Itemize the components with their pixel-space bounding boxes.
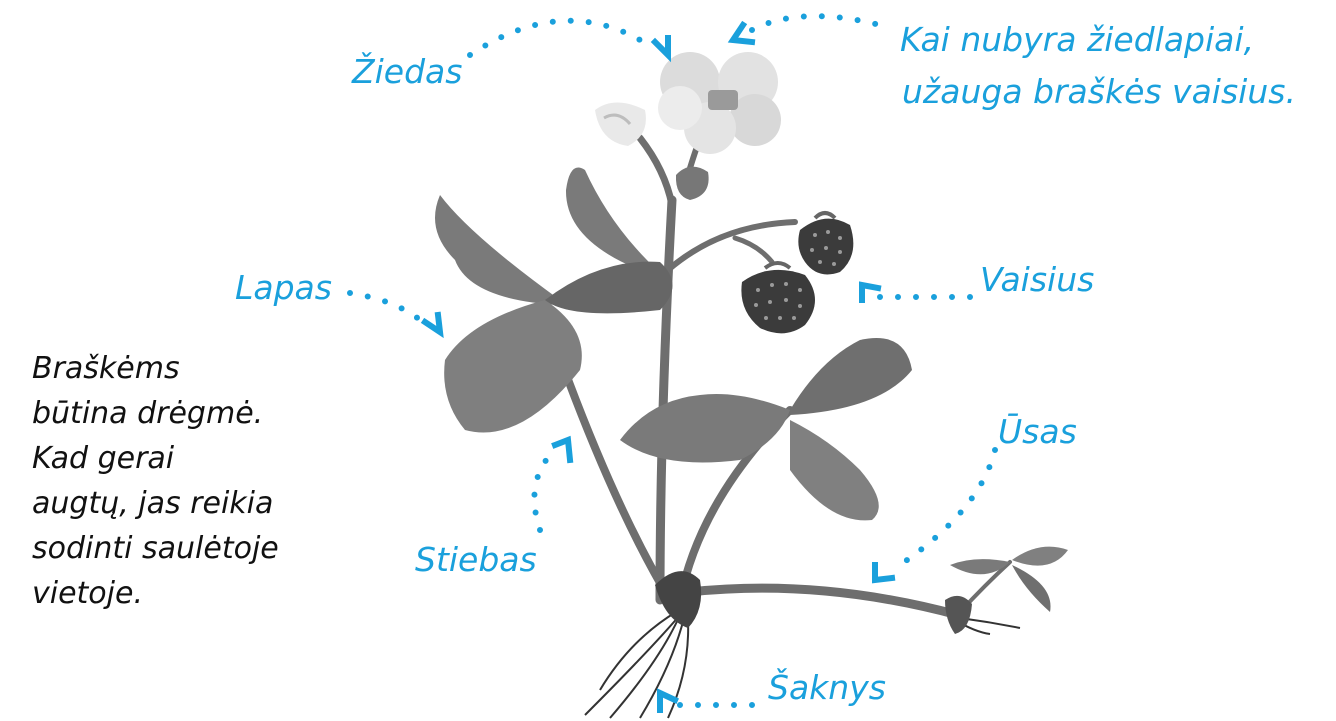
leader-fruit-note (752, 16, 880, 30)
arrow-stem (555, 440, 570, 460)
leaf-top-left (435, 195, 560, 305)
care-note-line: Braškėms (32, 346, 332, 391)
care-note-line: augtų, jas reikia (32, 481, 332, 526)
care-note-line: sodinti saulėtoje (32, 526, 332, 571)
care-note: Braškėms būtina drėgmė. Kad gerai augtų,… (32, 346, 332, 616)
label-fruit-note-line1: Kai nubyra žiedlapiai, (900, 20, 1254, 60)
leaf-runner-plant-3 (1012, 565, 1051, 612)
arrow-flower (655, 38, 668, 55)
fruits (741, 213, 853, 333)
label-flower: Žiedas (352, 52, 462, 92)
flowers (595, 52, 781, 154)
flower-open (658, 52, 781, 154)
stems (550, 125, 1010, 615)
arrow-leaf (425, 315, 440, 332)
leaf-left-big (444, 300, 582, 433)
label-runner: Ūsas (998, 412, 1077, 452)
care-note-line: būtina drėgmė. (32, 391, 332, 436)
leaf-runner-plant-2 (1012, 547, 1068, 566)
arrow-fruit-note (733, 25, 752, 42)
arrow-fruit (862, 285, 878, 300)
leader-flower (470, 21, 640, 55)
leaf-mid-left (545, 262, 673, 314)
label-fruit-note-line2: užauga braškės vaisius. (902, 72, 1296, 112)
leaf-right-big (620, 394, 790, 463)
leaf-right-lower (790, 420, 879, 520)
leader-leaf (350, 293, 420, 320)
leader-stem (534, 455, 550, 530)
leader-runner (900, 450, 995, 565)
leaf-right-upper (790, 338, 912, 415)
label-fruit: Vaisius (980, 260, 1094, 300)
fruit-lower (741, 270, 815, 333)
label-roots: Šaknys (768, 668, 886, 708)
label-stem: Stiebas (415, 540, 537, 580)
arrow-runner (875, 565, 892, 580)
leaf-top-small (566, 168, 655, 271)
care-note-line: Kad gerai (32, 436, 332, 481)
care-note-line: vietoje. (32, 571, 332, 616)
label-leaf: Lapas (235, 268, 332, 308)
